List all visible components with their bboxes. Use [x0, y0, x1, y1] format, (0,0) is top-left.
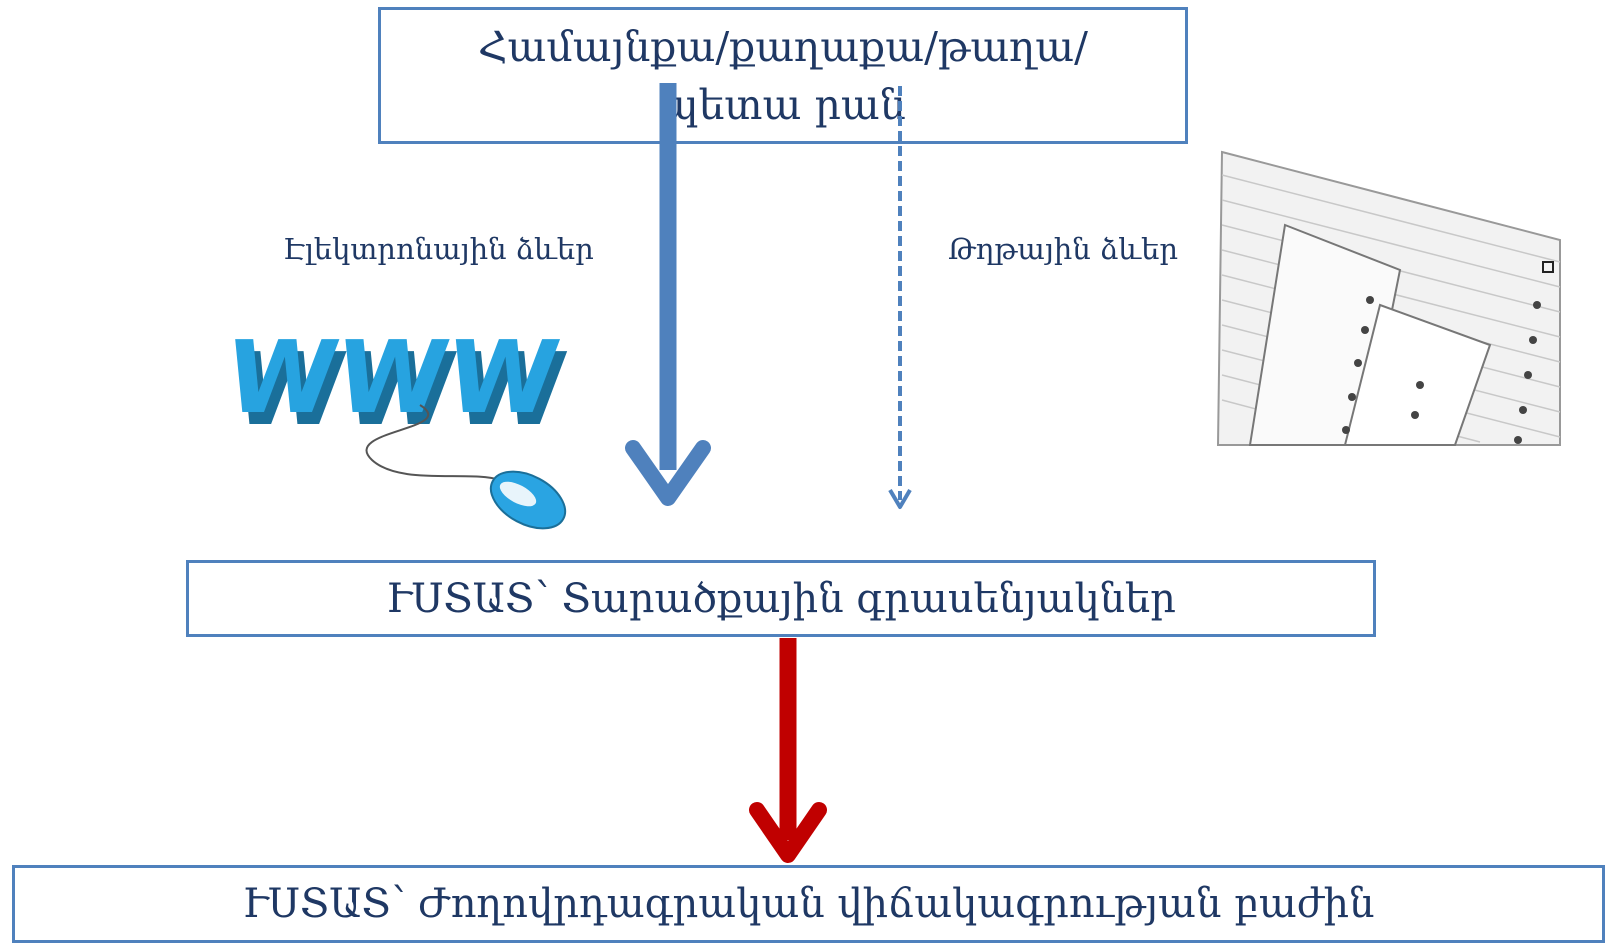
www-logo: WWW [219, 319, 566, 435]
paper-forms-label: Թղթային ձևեր [948, 232, 1179, 266]
lower-arrow [749, 638, 827, 863]
demographic-division-box: ՒՍՏԱՏ՝ Ժողովրդագրական վիճակագրության բաժ… [12, 865, 1605, 943]
demographic-division-label: ՒՍՏԱՏ՝ Ժողովրդագրական վիճակագրության բաժ… [242, 881, 1375, 927]
regional-offices-box: ՒՍՏԱՏ՝ Տարածքային գրասենյակներ [186, 560, 1376, 637]
electronic-forms-label: Էլեկտրոնային ձևեր [283, 232, 594, 266]
paper-arrow [888, 86, 912, 509]
paper-forms-icon [1216, 150, 1561, 446]
regional-offices-label: ՒՍՏԱՏ՝ Տարածքային գրասենյակներ [386, 575, 1176, 622]
source-box-label: Համայնքա/քաղաքա/թաղա/պետա րան [478, 22, 1088, 129]
source-box: Համայնքա/քաղաքա/թաղա/պետա րան [378, 7, 1188, 144]
www-mouse-icon: WWW WWW [219, 319, 573, 530]
electronic-arrow [625, 83, 711, 506]
www-logo-shadow: WWW [226, 331, 573, 447]
